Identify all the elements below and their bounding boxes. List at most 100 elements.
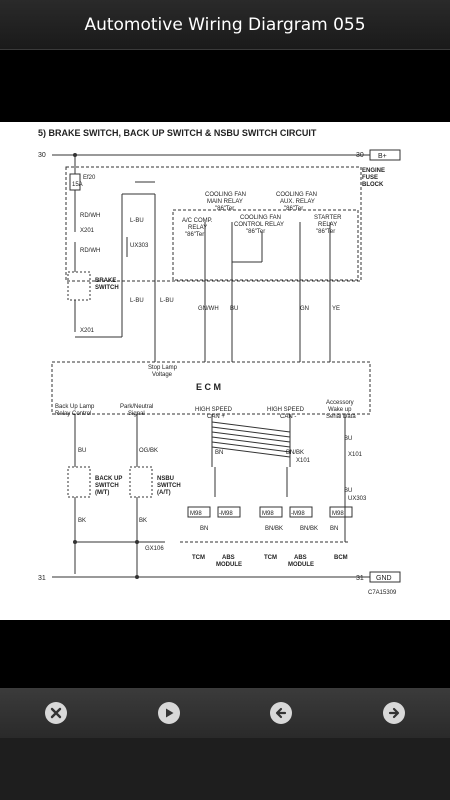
stop-lamp-1: Stop Lamp [148, 365, 178, 371]
wire-rdwh-2: RD/WH [80, 248, 100, 254]
arrow-right-icon [388, 707, 399, 719]
conn-x201-2: X201 [80, 328, 95, 334]
wiring-diagram[interactable]: 5) BRAKE SWITCH, BACK UP SWITCH & NSBU S… [0, 122, 450, 620]
wire-bn-1: BN [215, 450, 223, 456]
wire-bnbk-2: BN/BK [265, 526, 283, 532]
conn-ux303-1: UX303 [130, 243, 149, 249]
play-icon [165, 708, 174, 718]
fuse-block-line3: BLOCK [362, 182, 384, 188]
fuse-block-line2: FUSE [362, 175, 378, 181]
ecm-pin-canp-2: CAN + [207, 414, 225, 420]
relay-starter-3: "86"Ter [316, 229, 335, 235]
relay-starter-2: RELAY [318, 222, 337, 228]
relay-cfaux-2: AUX. RELAY [280, 199, 315, 205]
nsbu-switch-1: NSBU [157, 476, 174, 482]
wire-bu-2: BU [78, 448, 86, 454]
code-1: M98 [190, 511, 202, 517]
close-button[interactable] [45, 702, 68, 724]
wire-bn-3: BN [330, 526, 338, 532]
ecm-pin-backup-2: Relay Control [55, 411, 91, 417]
wire-bnbk-1: BN/BK [286, 450, 304, 456]
module-abs-2: ABS [294, 555, 307, 561]
relay-ac-2: RELAY [188, 225, 207, 231]
ecm-pin-backup-1: Back Up Lamp [55, 404, 95, 410]
close-icon [51, 707, 62, 719]
backup-switch-3: (M/T) [95, 490, 109, 496]
nsbu-switch-3: (A/T) [157, 490, 171, 496]
ecm-pin-canm-2: CAN - [280, 414, 296, 420]
wire-bn-2: BN [200, 526, 208, 532]
conn-x101-2: X101 [348, 452, 363, 458]
code-2: -M98 [219, 511, 233, 517]
wire-lbu-3: L-BU [160, 298, 174, 304]
relay-cfctrl-1: COOLING FAN [240, 215, 281, 221]
line-31-left: 31 [38, 575, 46, 582]
relay-ac-3: "86"Ter [185, 232, 204, 238]
relay-cfctrl-2: CONTROL RELAY [234, 222, 284, 228]
next-button[interactable] [382, 702, 405, 724]
wire-ogbk: OG/BK [139, 448, 158, 454]
line-30-right: 30 [356, 152, 364, 159]
relay-cfmain-3: "86"Ter [215, 206, 234, 212]
backup-switch-1: BACK UP [95, 476, 122, 482]
ecm-pin-acc-1: Accessory [326, 400, 354, 406]
ecm-pin-acc-2: Wake up [328, 407, 352, 413]
arrow-left-icon [276, 707, 287, 719]
diagram-svg: 5) BRAKE SWITCH, BACK UP SWITCH & NSBU S… [38, 128, 401, 596]
module-tcm-2: TCM [264, 555, 277, 561]
conn-x201-1: X201 [80, 228, 95, 234]
backup-switch-2: SWITCH [95, 483, 119, 489]
diagram-heading: 5) BRAKE SWITCH, BACK UP SWITCH & NSBU S… [38, 128, 317, 138]
conn-ux303-2: UX303 [348, 496, 367, 502]
play-button[interactable] [157, 702, 180, 724]
stop-lamp-2: Voltage [152, 372, 173, 378]
module-abs-2b: MODULE [288, 562, 314, 568]
line-31-right: 31 [356, 575, 364, 582]
ecm-pin-canm-1: HIGH SPEED [267, 407, 305, 413]
fuse-rating: 15A [72, 182, 83, 188]
wire-rdwh-1: RD/WH [80, 213, 100, 219]
nsbu-switch-2: SWITCH [157, 483, 181, 489]
ecm-pin-park-1: Park/Neutral [120, 404, 153, 410]
nav-bar [0, 688, 450, 738]
brake-switch-2: SWITCH [95, 285, 119, 291]
bplus-label: B+ [378, 153, 387, 160]
fuse-block-line1: ENGINE [362, 168, 385, 174]
wire-bu-3: BU [344, 436, 352, 442]
relay-cfmain-1: COOLING FAN [205, 192, 246, 198]
ecm-pin-acc-3: Serial Data [326, 414, 356, 420]
wire-gnwh: GN/WH [198, 306, 219, 312]
wire-bu-1: BU [230, 306, 238, 312]
relay-starter-1: STARTER [314, 215, 342, 221]
wire-lbu-2: L-BU [130, 298, 144, 304]
wire-bk-2: BK [139, 518, 147, 524]
relay-cfaux-1: COOLING FAN [276, 192, 317, 198]
fuse-name: Ef20 [83, 175, 96, 181]
relay-cfaux-3: "86"Ter [284, 206, 303, 212]
conn-x101-1: X101 [296, 458, 311, 464]
code-5: M98 [332, 511, 344, 517]
wire-bu-4: BU [344, 488, 352, 494]
diagram-ref: C7A15309 [368, 590, 397, 596]
brake-switch-1: BRAKE [95, 278, 116, 284]
module-abs-1b: MODULE [216, 562, 242, 568]
wire-lbu-1: L-BU [130, 218, 144, 224]
line-30-left: 30 [38, 152, 46, 159]
module-tcm-1: TCM [192, 555, 205, 561]
relay-ac-1: A/C COMP. [182, 218, 213, 224]
wire-gn: GN [300, 306, 309, 312]
ecm-pin-park-2: Signal [128, 411, 145, 417]
wire-bnbk-3: BN/BK [300, 526, 318, 532]
module-abs-1: ABS [222, 555, 235, 561]
relay-cfmain-2: MAIN RELAY [207, 199, 243, 205]
conn-gx106: GX106 [145, 546, 164, 552]
app-title: Automotive Wiring Diargram 055 [84, 14, 366, 35]
wire-bk-1: BK [78, 518, 86, 524]
previous-button[interactable] [270, 702, 293, 724]
ecm-pin-canp-1: HIGH SPEED [195, 407, 233, 413]
relay-cfctrl-3: "86"Ter [246, 229, 265, 235]
footer-area [0, 738, 450, 800]
title-bar: Automotive Wiring Diargram 055 [0, 0, 450, 50]
wire-ye: YE [332, 306, 340, 312]
gnd-label: GND [376, 575, 392, 582]
